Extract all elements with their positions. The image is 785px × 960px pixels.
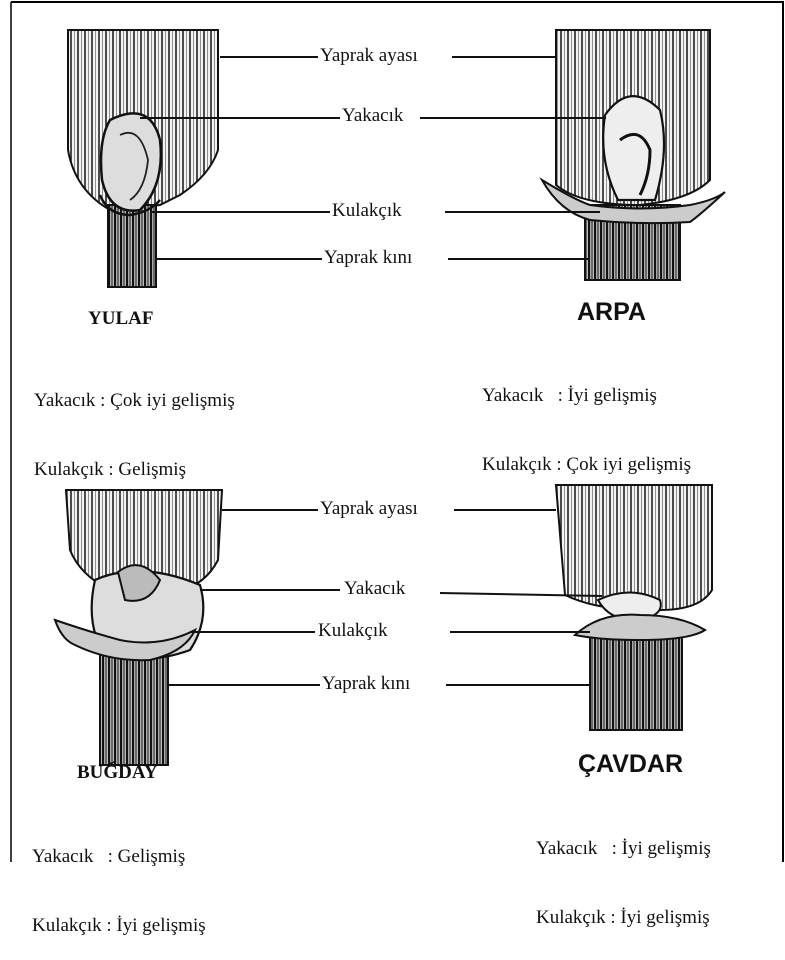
yulaf-drawing [68,30,218,287]
cavdar-ligule-line: Yakacık : İyi gelişmiş [536,837,711,860]
label-ligule-top: Yakacık [340,105,405,127]
bugday-title: BUĞDAY [77,762,158,784]
arpa-auricle-line: Kulakçık : Çok iyi gelişmiş [482,453,691,476]
cavdar-auricle-line: Kulakçık : İyi gelişmiş [536,906,711,929]
bugday-auricle-line: Kulakçık : İyi gelişmiş [32,914,206,937]
arpa-drawing [542,30,725,280]
label-auricle-top: Kulakçık [330,200,404,222]
label-blade-top: Yaprak ayası [318,45,420,67]
bugday-drawing [55,490,222,765]
label-sheath-bottom: Yaprak kını [320,673,412,695]
yulaf-description: Yakacık : Çok iyi gelişmiş Kulakçık : Ge… [34,343,235,504]
label-ligule-bottom: Yakacık [342,578,407,600]
cavdar-drawing [556,485,712,730]
label-sheath-top: Yaprak kını [322,247,414,269]
label-auricle-bottom: Kulakçık [316,620,390,642]
yulaf-title: YULAF [88,308,153,330]
yulaf-auricle-line: Kulakçık : Gelişmiş [34,458,235,481]
cavdar-title: ÇAVDAR [578,750,683,779]
arpa-title: ARPA [577,298,646,327]
yulaf-ligule-line: Yakacık : Çok iyi gelişmiş [34,389,235,412]
label-blade-bottom: Yaprak ayası [318,498,420,520]
arpa-description: Yakacık : İyi gelişmiş Kulakçık : Çok iy… [482,338,691,499]
bugday-ligule-line: Yakacık : Gelişmiş [32,845,206,868]
cavdar-description: Yakacık : İyi gelişmiş Kulakçık : İyi ge… [536,791,711,952]
bugday-description: Yakacık : Gelişmiş Kulakçık : İyi gelişm… [32,799,206,960]
arpa-ligule-line: Yakacık : İyi gelişmiş [482,384,691,407]
